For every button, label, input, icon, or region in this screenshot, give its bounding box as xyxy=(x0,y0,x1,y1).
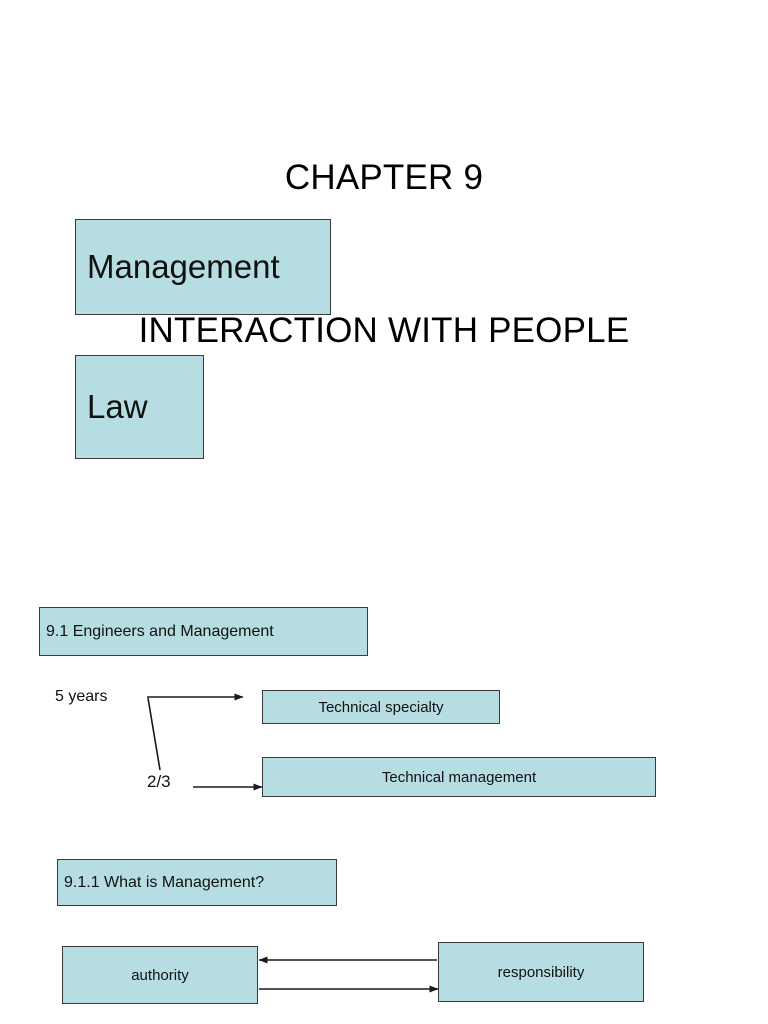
topic-box-management: Management xyxy=(75,219,331,315)
section-heading-9-1: 9.1 Engineers and Management xyxy=(39,607,368,656)
title-line-1: CHAPTER 9 xyxy=(284,158,484,197)
label-2-3: 2/3 xyxy=(147,772,171,791)
box-responsibility: responsibility xyxy=(438,942,644,1002)
topic-box-law: Law xyxy=(75,355,204,459)
label-5-years: 5 years xyxy=(55,688,108,705)
box-technical-management: Technical management xyxy=(262,757,656,797)
branch-line-vertical xyxy=(147,697,161,771)
box-authority: authority xyxy=(62,946,258,1004)
box-technical-specialty: Technical specialty xyxy=(262,690,500,724)
section-heading-9-1-1: 9.1.1 What is Management? xyxy=(57,859,337,906)
title-line-2: INTERACTION WITH PEOPLE xyxy=(138,311,630,350)
page-title: CHAPTER 9 INTERACTION WITH PEOPLE xyxy=(0,50,768,458)
